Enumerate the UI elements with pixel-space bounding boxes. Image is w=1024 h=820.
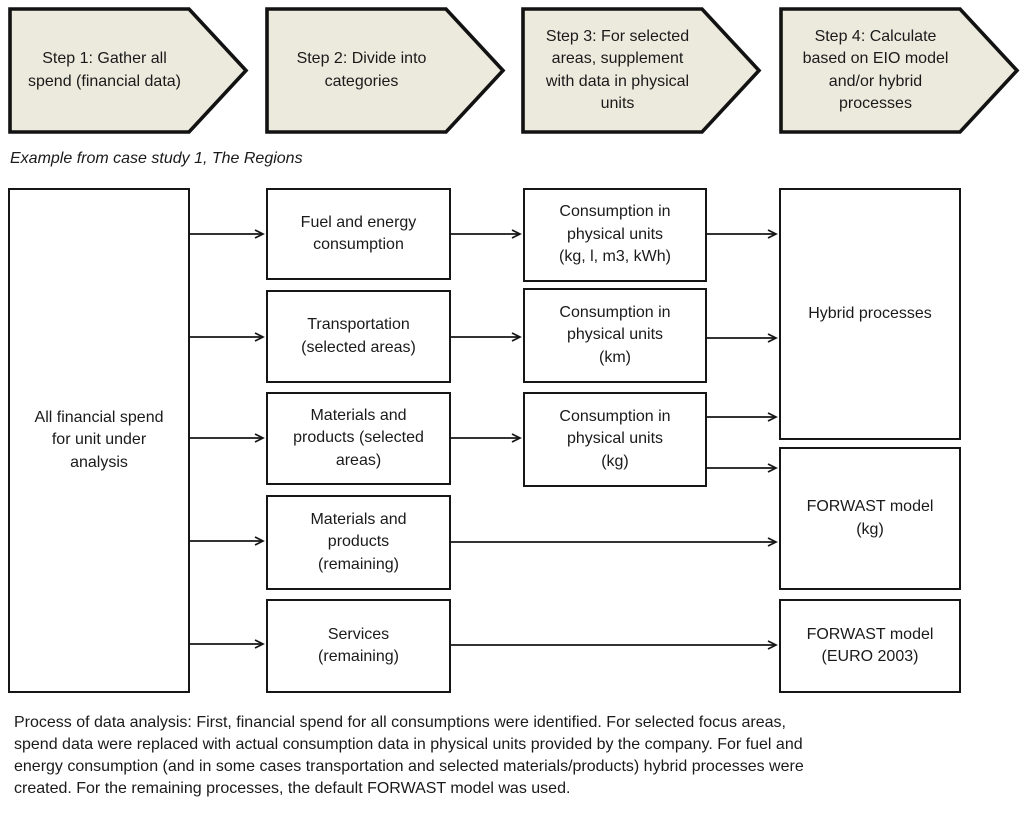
step-1-label: Step 1: Gather all spend (financial data… [28, 50, 181, 90]
flow-box-materials-remaining: Materials and products (remaining) [266, 495, 451, 590]
flow-box-transportation: Transportation (selected areas) [266, 290, 451, 383]
arrows-physical-units-to-models [707, 229, 778, 473]
arrows-categories-to-models [451, 537, 778, 650]
flow-box-fuel-energy: Fuel and energy consumption [266, 188, 451, 280]
flow-box-hybrid-processes: Hybrid processes [779, 188, 961, 440]
chevron-arrow-icon [265, 7, 506, 134]
step-1-chevron: Step 1: Gather all spend (financial data… [8, 7, 249, 134]
step-2-chevron: Step 2: Divide into categories [265, 7, 506, 134]
step-3-label: Step 3: For selected areas, supplement w… [545, 28, 690, 112]
step-4-label: Step 4: Calculate based on EIO model and… [802, 28, 949, 112]
chevron-arrow-icon [8, 7, 249, 134]
arrows-categories-to-physical-units [451, 229, 522, 443]
process-description: Process of data analysis: First, financi… [14, 714, 804, 798]
step-2-label: Step 2: Divide into categories [296, 50, 427, 90]
arrows-source-to-categories [190, 229, 265, 649]
flow-box-forwast-euro-2003: FORWAST model (EURO 2003) [779, 599, 961, 693]
chevron-arrow-icon [779, 7, 1020, 134]
flow-box-services-remaining: Services (remaining) [266, 599, 451, 693]
flow-box-all-financial-spend: All financial spend for unit under analy… [8, 188, 190, 693]
chevron-arrow-icon [521, 7, 762, 134]
flow-box-materials-selected: Materials and products (selected areas) [266, 392, 451, 485]
example-caption: Example from case study 1, The Regions [10, 150, 303, 167]
flow-box-consumption-kg-l-m3-kwh: Consumption in physical units (kg, l, m3… [523, 188, 707, 282]
step-3-chevron: Step 3: For selected areas, supplement w… [521, 7, 762, 134]
step-4-chevron: Step 4: Calculate based on EIO model and… [779, 7, 1020, 134]
flow-box-forwast-kg: FORWAST model (kg) [779, 447, 961, 590]
flow-box-consumption-kg: Consumption in physical units (kg) [523, 392, 707, 487]
flow-box-consumption-km: Consumption in physical units (km) [523, 288, 707, 383]
